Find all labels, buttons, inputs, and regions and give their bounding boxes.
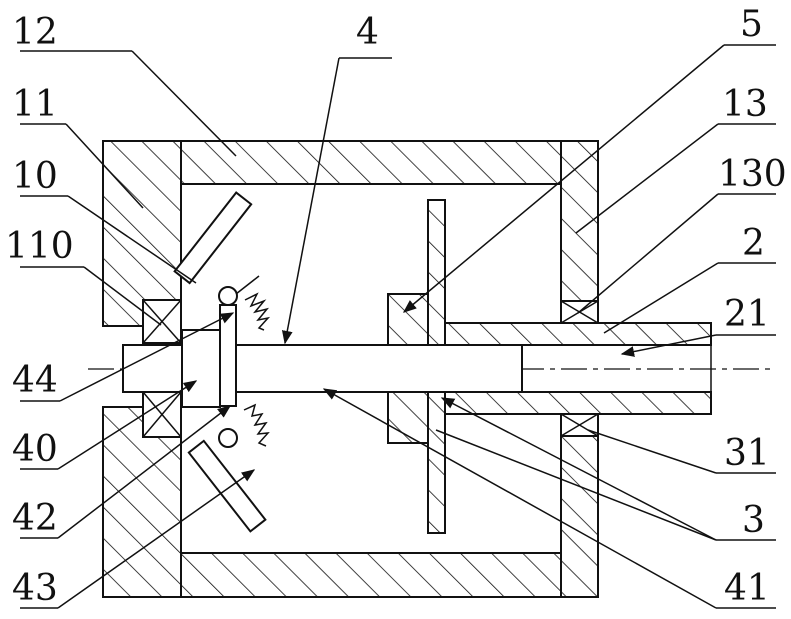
label-5: 5: [740, 4, 763, 45]
lower-hinged-arm: [189, 405, 268, 531]
housing-right-wall-lower: [561, 436, 598, 597]
label-3: 3: [742, 500, 765, 541]
label-43: 43: [12, 568, 58, 609]
housing-top-wall: [181, 141, 561, 184]
central-disc: [182, 305, 236, 407]
label-41: 41: [724, 568, 770, 609]
housing-bottom-wall: [181, 553, 561, 597]
label-4: 4: [356, 12, 379, 53]
label-40: 40: [12, 429, 58, 470]
shaft-end-left: [123, 345, 182, 392]
label-2: 2: [742, 223, 765, 264]
label-31: 31: [724, 433, 770, 474]
label-12: 12: [12, 12, 58, 53]
label-130: 130: [718, 154, 787, 195]
label-10: 10: [12, 156, 58, 197]
label-110: 110: [5, 226, 74, 267]
label-42: 42: [12, 498, 58, 539]
label-21: 21: [724, 294, 770, 335]
label-11: 11: [12, 84, 58, 125]
label-13: 13: [722, 84, 768, 125]
label-44: 44: [12, 360, 58, 401]
